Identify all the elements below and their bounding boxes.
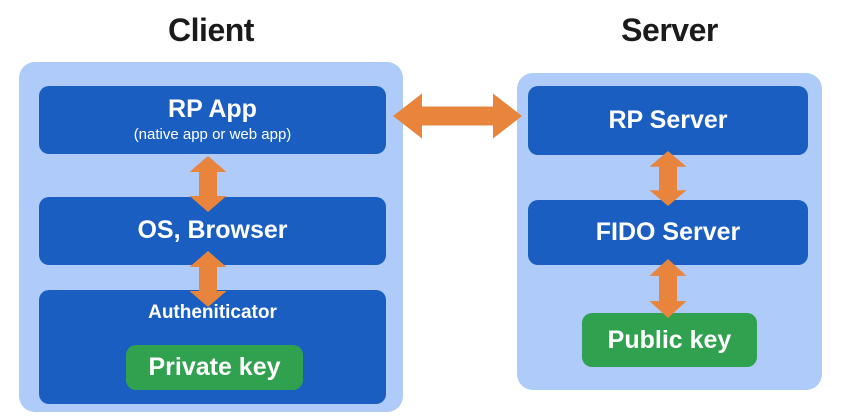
client-server-arrow-icon [393,93,522,139]
rp-server-label: RP Server [608,105,728,134]
os-browser-box: OS, Browser [39,197,386,265]
rp-app-label: RP App [168,95,257,124]
rp-server-fido-server-arrow-icon [649,151,687,206]
rp-server-box: RP Server [528,86,808,155]
client-title: Client [168,12,254,48]
public-key-label: Public key [607,325,732,354]
server-panel: RP Server FIDO Server Public key [517,73,822,390]
public-key-box: Public key [582,313,757,367]
client-panel: RP App (native app or web app) OS, Brows… [19,62,403,412]
server-title: Server [621,12,718,48]
os-browser-label: OS, Browser [137,216,288,245]
fido-server-public-key-arrow-icon [649,259,687,318]
authenticator-label: Autheniticator [148,302,277,323]
os-browser-authenticator-arrow-icon [189,251,227,307]
fido-server-box: FIDO Server [528,200,808,265]
rp-app-sublabel: (native app or web app) [133,125,292,143]
fido-server-label: FIDO Server [595,217,741,246]
private-key-box: Private key [126,345,303,390]
rp-app-os-browser-arrow-icon [189,156,227,212]
authenticator-box: Autheniticator Private key [39,290,386,404]
rp-app-box: RP App (native app or web app) [39,86,386,154]
private-key-label: Private key [148,353,281,381]
